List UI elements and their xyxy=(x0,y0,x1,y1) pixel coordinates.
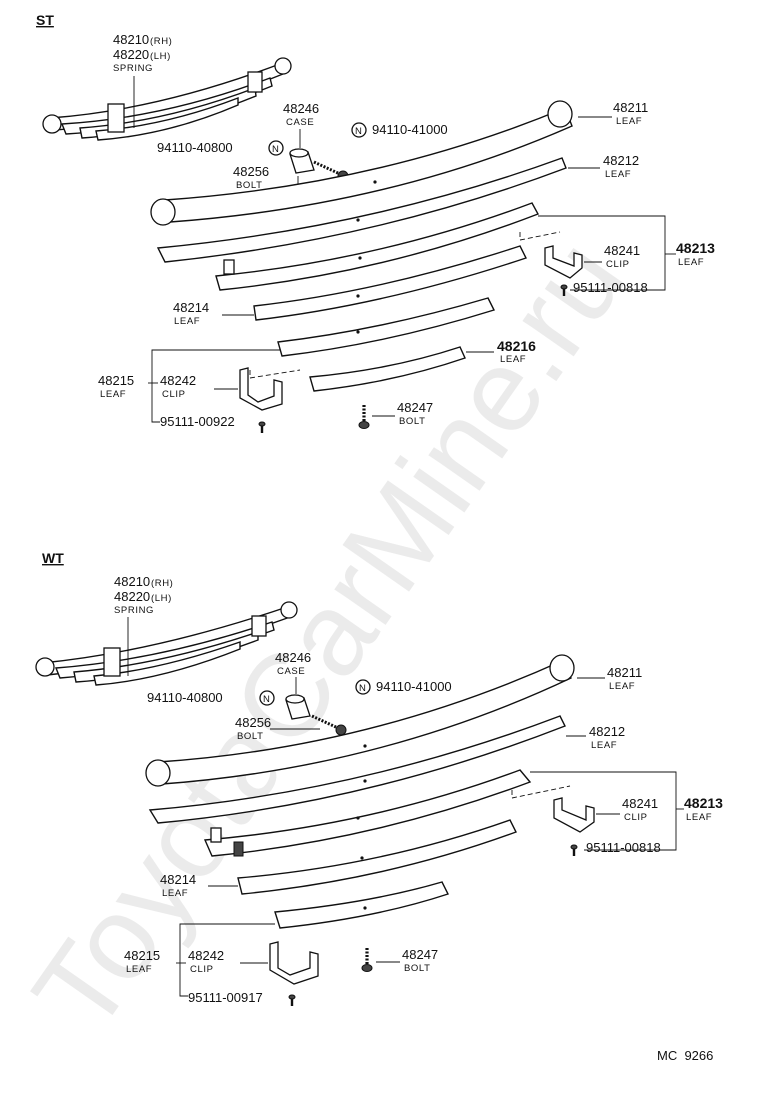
wt-case-description: CASE xyxy=(277,666,305,677)
clip-48241[interactable] xyxy=(544,245,583,279)
leaf4-part-number: 48214 xyxy=(173,300,209,315)
wt-leaf-48212[interactable] xyxy=(148,715,566,824)
wt-leaf4-description: LEAF xyxy=(162,888,188,899)
center-bolt-description: BOLT xyxy=(399,416,426,427)
leaf-48213[interactable] xyxy=(215,202,539,291)
clip-top-description: CLIP xyxy=(606,259,630,270)
wt-bolt-description: BOLT xyxy=(237,731,264,742)
spring-assembly-thumbnail[interactable] xyxy=(42,57,292,141)
wt-spring-description: SPRING xyxy=(114,605,154,616)
section-label-wt: WT xyxy=(42,550,64,566)
wt-leaf-48214[interactable] xyxy=(237,819,517,895)
center-bolt-48247[interactable] xyxy=(358,405,370,429)
leaf3-description: LEAF xyxy=(678,257,704,268)
wt-leaf1-part-number: 48211 xyxy=(607,665,642,680)
leaf-48214[interactable] xyxy=(253,245,527,321)
wt-clip-top-part-number: 48241 xyxy=(622,796,658,811)
leaf-48211[interactable] xyxy=(150,100,573,226)
wt-spring-part-number-rh: 48210 xyxy=(114,574,150,589)
wt-case-bushing[interactable] xyxy=(285,694,311,720)
rivet-95111-00818[interactable] xyxy=(560,284,568,296)
wt-leaf2-description: LEAF xyxy=(591,740,617,751)
wt-nut-right-part-number: 94110-41000 xyxy=(376,679,452,694)
wt-leaf3-description: LEAF xyxy=(686,812,712,823)
wt-bolt-part-number: 48256 xyxy=(235,715,271,730)
clip-bottom-description: CLIP xyxy=(162,389,186,400)
clip-48242[interactable] xyxy=(239,367,283,411)
section-label-st: ST xyxy=(36,12,54,28)
rivet-top-part-number: 95111-00818 xyxy=(573,280,648,295)
nut-right-part-number: 94110-41000 xyxy=(372,122,448,137)
wt-nut-right-symbol xyxy=(355,679,371,695)
nut-right-symbol-letter: N xyxy=(355,126,362,137)
wt-center-bolt-48247[interactable] xyxy=(361,948,373,972)
nut-left-symbol xyxy=(268,140,284,156)
spring-lh-tag: (LH) xyxy=(150,51,171,62)
wt-rivet-95111-00818[interactable] xyxy=(570,844,578,856)
wt-leaf-48211[interactable] xyxy=(145,654,575,787)
wt-center-bolt-description: BOLT xyxy=(404,963,431,974)
leaf6-description: LEAF xyxy=(500,354,526,365)
wt-nut-left-symbol-letter: N xyxy=(263,694,270,705)
nut-left-symbol-letter: N xyxy=(272,144,279,155)
wt-spring-rh-tag: (RH) xyxy=(151,578,173,589)
wt-spring-lh-tag: (LH) xyxy=(151,593,172,604)
wt-leaf2-part-number: 48212 xyxy=(589,724,625,739)
leaf2-description: LEAF xyxy=(605,169,631,180)
wt-rivet-95111-00917[interactable] xyxy=(288,994,296,1006)
leaf-48215[interactable] xyxy=(277,297,495,357)
spring-part-number-rh: 48210 xyxy=(113,32,149,47)
wt-leaf5-part-number: 48215 xyxy=(124,948,160,963)
diagram-code: MC 9266 xyxy=(657,1048,713,1063)
clip-top-part-number: 48241 xyxy=(604,243,640,258)
section-wt: WT 48210 (RH) 48220 (LH) SPRING 48246 CA… xyxy=(35,550,723,1006)
leaf5-description: LEAF xyxy=(100,389,126,400)
wt-case-part-number: 48246 xyxy=(275,650,311,665)
case-description: CASE xyxy=(286,117,314,128)
leaf1-part-number: 48211 xyxy=(613,100,648,115)
leaf-48212[interactable] xyxy=(156,157,567,263)
wt-leaf5-description: LEAF xyxy=(126,964,152,975)
spring-assembly-thumbnail-wt[interactable] xyxy=(35,601,298,686)
case-part-number: 48246 xyxy=(283,101,319,116)
leaf-48216[interactable] xyxy=(309,346,466,392)
wt-clip-bottom-description: CLIP xyxy=(190,964,214,975)
wt-leaf-48215[interactable] xyxy=(274,881,449,929)
case-bushing[interactable] xyxy=(289,148,315,174)
wt-clip-48241[interactable] xyxy=(553,797,595,833)
leaf6-part-number: 48216 xyxy=(497,338,536,354)
wt-clip-top-description: CLIP xyxy=(624,812,648,823)
center-bolt-part-number: 48247 xyxy=(397,400,433,415)
leaf1-description: LEAF xyxy=(616,116,642,127)
spring-rh-tag: (RH) xyxy=(150,36,172,47)
section-st: ST 48210 (RH) 48220 (LH) SPRING 48246 CA… xyxy=(36,12,715,433)
bolt-part-number: 48256 xyxy=(233,164,269,179)
wt-clip-bottom-part-number: 48242 xyxy=(188,948,224,963)
wt-clip-48242[interactable] xyxy=(269,941,319,985)
wt-nut-left-part-number: 94110-40800 xyxy=(147,690,223,705)
spring-description: SPRING xyxy=(113,63,153,74)
nut-right-symbol xyxy=(351,122,367,138)
wt-center-bolt-part-number: 48247 xyxy=(402,947,438,962)
clip-bottom-part-number: 48242 xyxy=(160,373,196,388)
leaf5-part-number: 48215 xyxy=(98,373,134,388)
spring-part-number-lh: 48220 xyxy=(113,47,149,62)
wt-rivet-top-part-number: 95111-00818 xyxy=(586,840,661,855)
rivet-bottom-part-number: 95111-00922 xyxy=(160,414,235,429)
leaf4-description: LEAF xyxy=(174,316,200,327)
leaf2-part-number: 48212 xyxy=(603,153,639,168)
wt-nut-left-symbol xyxy=(259,690,275,706)
leaf3-part-number: 48213 xyxy=(676,240,715,256)
wt-leaf3-part-number: 48213 xyxy=(684,795,723,811)
bolt-description: BOLT xyxy=(236,180,263,191)
wt-spring-part-number-lh: 48220 xyxy=(114,589,150,604)
wt-nut-right-symbol-letter: N xyxy=(359,683,366,694)
wt-leaf-48213[interactable] xyxy=(203,769,532,857)
wt-leaf1-description: LEAF xyxy=(609,681,635,692)
wt-leaf4-part-number: 48214 xyxy=(160,872,196,887)
wt-rivet-bottom-part-number: 95111-00917 xyxy=(188,990,263,1005)
nut-left-part-number: 94110-40800 xyxy=(157,140,233,155)
rivet-95111-00922[interactable] xyxy=(258,421,266,433)
